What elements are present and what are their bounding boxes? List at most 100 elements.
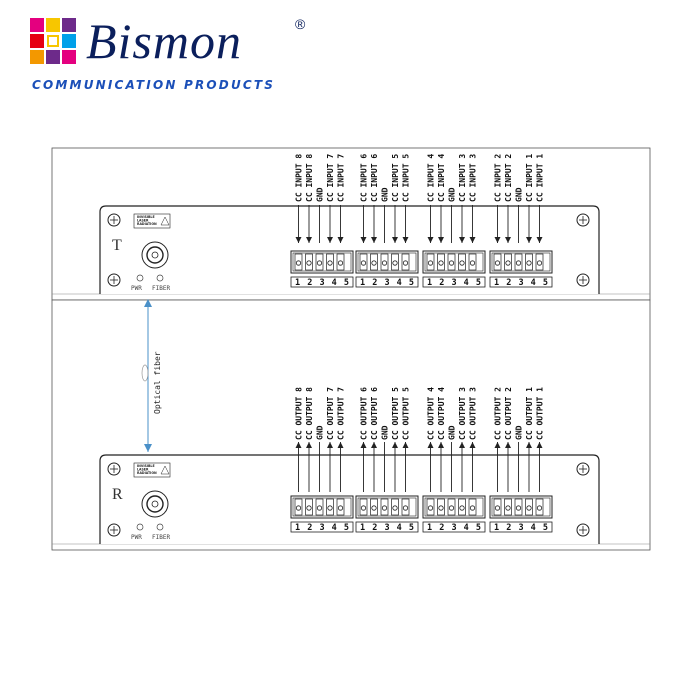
signal-label: CC OUTPUT 4	[437, 387, 446, 440]
signal-label: CC OUTPUT 7	[337, 387, 346, 440]
signal-label: GND	[515, 425, 524, 440]
laser-warning-text: RADIATION	[137, 222, 157, 226]
signal-label: CC OUTPUT 5	[402, 387, 411, 440]
signal-label: CC OUTPUT 6	[360, 387, 369, 440]
mosaic-tile	[30, 18, 44, 32]
terminal-screw-icon	[448, 505, 455, 511]
terminal-screw-icon	[438, 260, 444, 266]
arrow-up-icon	[536, 442, 543, 448]
arrow-down-icon	[459, 237, 465, 243]
pin-number-box	[290, 276, 354, 288]
signal-label: CC INPUT 4	[437, 154, 446, 202]
registered-mark: ®	[295, 16, 306, 32]
laser-warning-icon	[160, 465, 170, 475]
arrow-down-icon	[306, 237, 312, 243]
arrow-up-icon	[438, 442, 444, 448]
signal-label: CC OUTPUT 7	[326, 387, 335, 440]
terminal-screw-icon	[371, 260, 377, 266]
signal-label: CC OUTPUT 1	[525, 387, 534, 440]
pin-numbers: 1 2 3 4 5	[494, 523, 548, 533]
signal-label: CC OUTPUT 6	[370, 387, 379, 440]
terminal-screw-icon	[316, 260, 323, 266]
signal-label: CC INPUT 7	[326, 154, 335, 202]
arrow-down-icon	[295, 237, 302, 243]
laser-warning-text: RADIATION	[137, 471, 157, 475]
arrow-down-icon	[371, 237, 377, 243]
mosaic-tile	[62, 18, 76, 32]
mosaic-tile	[30, 34, 44, 48]
terminal-screw-icon	[469, 260, 476, 266]
pin-number-box	[489, 521, 553, 533]
mosaic-tile	[62, 50, 76, 64]
signal-label: CC INPUT 4	[427, 154, 436, 202]
arrow-up-icon	[392, 442, 398, 448]
signal-label: CC OUTPUT 8	[295, 387, 304, 440]
terminal-screw-icon	[515, 505, 522, 511]
signal-label: CC OUTPUT 3	[469, 387, 478, 440]
pin-numbers: 1 2 3 4 5	[295, 278, 349, 288]
mosaic-tile	[46, 18, 60, 32]
laser-warning-icon	[160, 216, 170, 226]
terminal-screw-icon	[327, 505, 333, 511]
fiber-coil-icon	[141, 364, 149, 382]
arrow-up-icon	[427, 442, 434, 448]
signal-label: CC INPUT 1	[525, 154, 534, 202]
pin-number-box	[422, 276, 486, 288]
signal-label: GND	[515, 187, 524, 202]
fiber-arrow-up-icon	[144, 299, 152, 307]
mosaic-tile	[46, 34, 60, 48]
mosaic-tile	[46, 50, 60, 64]
signal-label: CC OUTPUT 2	[494, 387, 503, 440]
arrow-down-icon	[392, 237, 398, 243]
unit-side-letter: T	[112, 237, 122, 254]
arrow-down-icon	[526, 237, 532, 243]
signal-label: CC INPUT 1	[536, 154, 545, 202]
mosaic-center	[47, 35, 59, 47]
signal-label: CC INPUT 7	[337, 154, 346, 202]
arrow-up-icon	[306, 442, 312, 448]
arrow-up-icon	[526, 442, 532, 448]
pwr-led-icon	[136, 274, 144, 282]
pin-number-box	[355, 521, 419, 533]
terminal-screw-icon	[402, 260, 409, 266]
terminal-screw-icon	[306, 260, 312, 266]
arrow-up-icon	[402, 442, 409, 448]
terminal-screw-icon	[295, 260, 302, 266]
terminal-screw-icon	[469, 505, 476, 511]
arrow-down-icon	[337, 237, 344, 243]
signal-label: CC INPUT 8	[295, 154, 304, 202]
terminal-screw-icon	[515, 260, 522, 266]
arrow-up-icon	[327, 442, 333, 448]
signal-label: CC INPUT 5	[391, 154, 400, 202]
terminal-block-inner	[357, 252, 417, 272]
signal-label: GND	[381, 425, 390, 440]
laser-warning-text: LASER	[137, 468, 149, 472]
signal-label: GND	[381, 187, 390, 202]
pin-number-box	[489, 276, 553, 288]
fiber-led-icon	[156, 523, 164, 531]
terminal-screw-icon	[494, 260, 501, 266]
arrow-down-icon	[327, 237, 333, 243]
pin-numbers: 1 2 3 4 5	[494, 278, 548, 288]
terminal-screw-icon	[427, 260, 434, 266]
logo-mosaic-icon	[30, 18, 76, 64]
fiber-port-core	[151, 500, 159, 508]
pwr-indicator-label: PWR	[131, 534, 142, 541]
terminal-screw-icon	[306, 505, 312, 511]
terminal-screw-icon	[402, 505, 409, 511]
terminal-screw-icon	[316, 505, 323, 511]
arrow-down-icon	[505, 237, 511, 243]
pin-number-box	[422, 521, 486, 533]
signal-label: CC INPUT 3	[458, 154, 467, 202]
brand-name: Bismon	[86, 13, 242, 69]
terminal-screw-icon	[459, 260, 465, 266]
terminal-block-inner	[292, 497, 352, 517]
signal-label: CC INPUT 8	[305, 154, 314, 202]
fiber-indicator-label: FIBER	[152, 285, 170, 292]
terminal-block-inner	[292, 252, 352, 272]
pin-numbers: 1 2 3 4 5	[427, 278, 481, 288]
arrow-down-icon	[360, 237, 367, 243]
terminal-screw-icon	[459, 505, 465, 511]
